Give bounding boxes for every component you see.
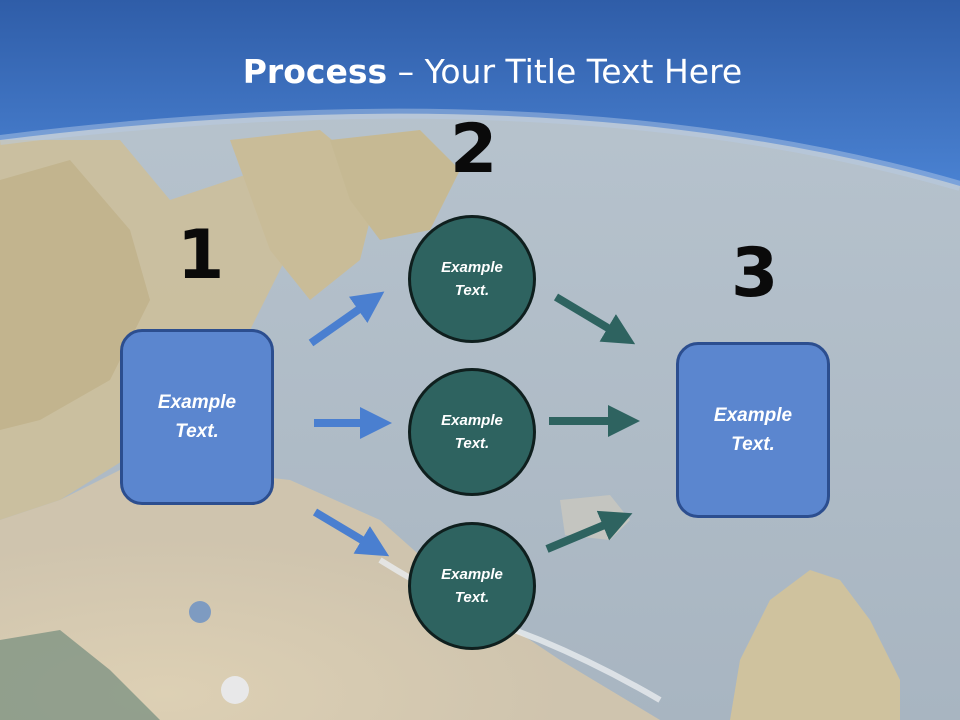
slide-title: Process – Your Title Text Here xyxy=(0,52,960,91)
circle-middle[interactable]: Example Text. xyxy=(408,368,536,496)
step-number-1: 1 xyxy=(177,216,225,295)
circle-top-label: Example Text. xyxy=(441,259,503,299)
circle-middle-label: Example Text. xyxy=(441,412,503,452)
circle-bottom[interactable]: Example Text. xyxy=(408,522,536,650)
box-right[interactable]: Example Text. xyxy=(676,342,830,518)
step-number-3: 3 xyxy=(731,234,779,313)
title-bold: Process xyxy=(242,52,388,91)
step-number-2: 2 xyxy=(450,110,498,189)
circle-bottom-label: Example Text. xyxy=(441,566,503,606)
box-right-label: Example Text. xyxy=(713,405,793,455)
circle-top[interactable]: Example Text. xyxy=(408,215,536,343)
title-rest: – Your Title Text Here xyxy=(387,52,743,91)
box-left[interactable]: Example Text. xyxy=(120,329,274,505)
box-left-label: Example Text. xyxy=(157,392,237,442)
